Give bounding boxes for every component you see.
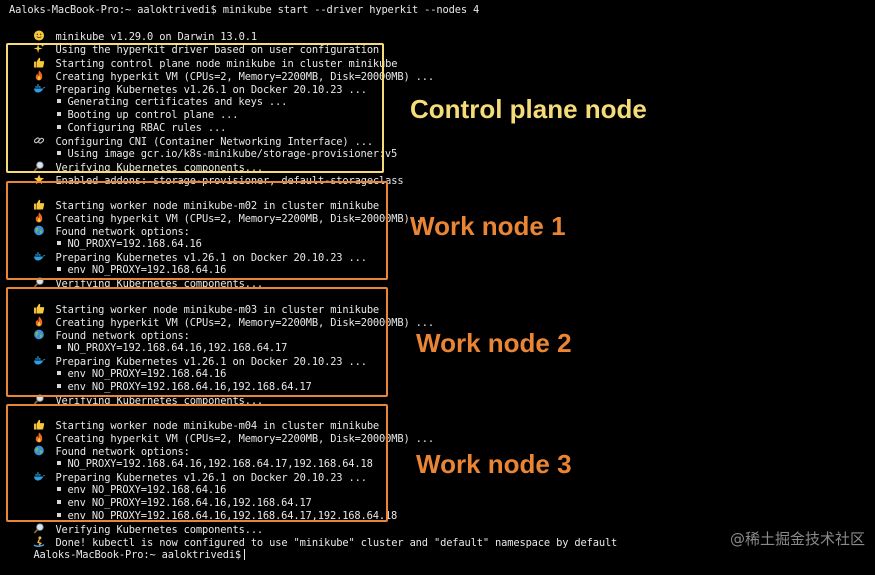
- log-sub-line: env NO_PROXY=192.168.64.16,192.168.64.17: [33, 368, 312, 393]
- log-sub-line: env NO_PROXY=192.168.64.16,192.168.64.17: [33, 484, 312, 509]
- worker-2-label: Work node 2: [416, 328, 572, 358]
- docker-whale-icon: [33, 471, 46, 482]
- smile-emoji-icon: [33, 30, 46, 41]
- bullet-icon: [57, 500, 62, 504]
- log-line: Found network options:: [9, 432, 190, 458]
- log-sub-line: Configuring RBAC rules ...: [33, 109, 226, 134]
- magnifier-emoji-icon: [33, 161, 46, 172]
- log-line: Starting control plane node minikube in …: [9, 44, 398, 70]
- log-line: Enabled addons: storage-provisioner, def…: [9, 161, 404, 187]
- control-plane-box: [6, 43, 384, 173]
- bullet-icon: [57, 125, 62, 129]
- bullet-icon: [57, 151, 62, 155]
- log-sub-line: NO_PROXY=192.168.64.16,192.168.64.17: [33, 329, 287, 354]
- thumbs-up-emoji-icon: [33, 419, 46, 430]
- globe-emoji-icon: [33, 329, 46, 340]
- surfer-emoji-icon: [33, 536, 46, 547]
- worker-2-box: [6, 287, 388, 397]
- bullet-icon: [57, 513, 62, 517]
- log-sub-line: env NO_PROXY=192.168.64.16: [33, 471, 226, 496]
- shell-prompt[interactable]: Aaloks-MacBook-Pro:~ aaloktrivedi$: [9, 536, 246, 561]
- fire-emoji-icon: [33, 316, 46, 327]
- log-line: Found network options:: [9, 316, 190, 342]
- docker-whale-icon: [33, 355, 46, 366]
- control-plane-label: Control plane node: [410, 94, 647, 124]
- bullet-icon: [57, 112, 62, 116]
- log-line: Using the hyperkit driver based on user …: [9, 30, 379, 56]
- bullet-icon: [57, 241, 62, 245]
- globe-emoji-icon: [33, 225, 46, 236]
- bullet-icon: [57, 487, 62, 491]
- log-line: Preparing Kubernetes v1.26.1 on Docker 2…: [9, 238, 367, 264]
- log-sub-line: Generating certificates and keys ...: [33, 83, 287, 108]
- log-line: Creating hyperkit VM (CPUs=2, Memory=220…: [9, 199, 434, 225]
- command-line: Aaloks-MacBook-Pro:~ aaloktrivedi$ minik…: [9, 4, 480, 16]
- fire-emoji-icon: [33, 432, 46, 443]
- thumbs-up-emoji-icon: [33, 199, 46, 210]
- bullet-icon: [57, 461, 62, 465]
- log-line: Creating hyperkit VM (CPUs=2, Memory=220…: [9, 419, 434, 445]
- log-sub-line: Booting up control plane ...: [33, 96, 239, 121]
- log-sub-line: env NO_PROXY=192.168.64.16: [33, 355, 226, 380]
- bullet-icon: [57, 99, 62, 103]
- bullet-icon: [57, 267, 62, 271]
- log-sub-line: env NO_PROXY=192.168.64.16: [33, 251, 226, 276]
- thumbs-up-emoji-icon: [33, 57, 46, 68]
- log-line: Configuring CNI (Container Networking In…: [9, 122, 373, 148]
- done-line: Done! kubectl is now configured to use "…: [9, 523, 617, 549]
- log-line: Starting worker node minikube-m03 in clu…: [9, 290, 379, 316]
- log-line: Starting worker node minikube-m02 in clu…: [9, 186, 379, 212]
- sparkles-emoji-icon: [33, 43, 46, 54]
- log-sub-line: NO_PROXY=192.168.64.16,192.168.64.17,192…: [33, 445, 373, 470]
- watermark: @稀土掘金技术社区: [729, 530, 865, 548]
- globe-emoji-icon: [33, 445, 46, 456]
- log-line: Preparing Kubernetes v1.26.1 on Docker 2…: [9, 458, 367, 484]
- docker-whale-icon: [33, 251, 46, 262]
- text-cursor: [244, 549, 246, 560]
- log-line: Creating hyperkit VM (CPUs=2, Memory=220…: [9, 303, 434, 329]
- thumbs-up-emoji-icon: [33, 303, 46, 314]
- log-line: Starting worker node minikube-m04 in clu…: [9, 406, 379, 432]
- log-sub-line: Using image gcr.io/k8s-minikube/storage-…: [33, 135, 397, 160]
- log-line: Found network options:: [9, 212, 190, 238]
- bullet-icon: [57, 345, 62, 349]
- docker-whale-icon: [33, 83, 46, 94]
- log-line: Creating hyperkit VM (CPUs=2, Memory=220…: [9, 57, 434, 83]
- magnifier-emoji-icon: [33, 523, 46, 534]
- log-sub-line: env NO_PROXY=192.168.64.16,192.168.64.17…: [33, 497, 397, 522]
- bullet-icon: [57, 384, 62, 388]
- worker-3-label: Work node 3: [416, 449, 572, 479]
- worker-1-box: [6, 181, 388, 280]
- terminal-window[interactable]: Aaloks-MacBook-Pro:~ aaloktrivedi$ minik…: [0, 0, 875, 561]
- bullet-icon: [57, 371, 62, 375]
- fire-emoji-icon: [33, 212, 46, 223]
- worker-1-label: Work node 1: [410, 211, 566, 241]
- log-line: Preparing Kubernetes v1.26.1 on Docker 2…: [9, 70, 367, 96]
- worker-3-box: [6, 404, 388, 522]
- fire-emoji-icon: [33, 70, 46, 81]
- link-emoji-icon: [33, 135, 46, 146]
- log-line: Verifying Kubernetes components...: [9, 510, 263, 536]
- log-line: minikube v1.29.0 on Darwin 13.0.1: [9, 17, 257, 43]
- log-line: Preparing Kubernetes v1.26.1 on Docker 2…: [9, 342, 367, 368]
- log-sub-line: NO_PROXY=192.168.64.16: [33, 225, 202, 250]
